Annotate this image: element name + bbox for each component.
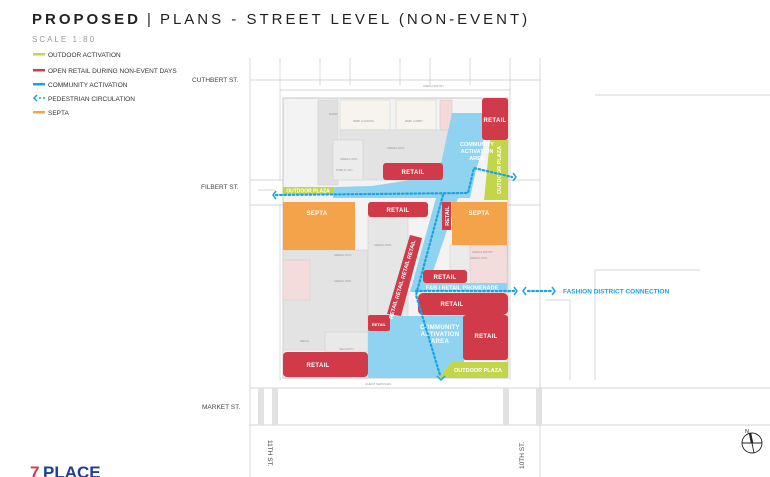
legend-swatch-community [33,83,45,86]
street-label-cuthbert: CUTHBERT ST. [192,77,239,84]
retail-label: RETAIL [407,239,418,260]
community-activation-area-south [368,316,464,378]
svg-text:COMMUNITY: COMMUNITY [420,325,460,331]
retail-block [368,315,390,331]
community-activation-label-north: COMMUNITY ACTIVATION AREA [460,142,494,162]
legend-label: OPEN RETAIL DURING NON-EVENT DAYS [48,68,177,75]
room-label: ARENA ENTRY [472,250,493,254]
street-label-filbert: FILBERT ST. [201,184,239,191]
outdoor-plaza-south [438,362,508,378]
community-activation-area-north [333,113,484,198]
room-label: ARENA OPS [334,253,351,257]
retail-label: RETAIL [474,334,497,340]
legend-label: OUTDOOR ACTIVATION [48,52,121,59]
room-label: ARENA ENTRY [423,84,444,88]
room-label: REBI LOADING [353,119,375,123]
retail-label: RETAIL [401,170,424,176]
svg-text:N: N [745,429,749,435]
retail-block [418,293,508,315]
legend-label: COMMUNITY ACTIVATION [48,82,128,89]
room-label: ARENA OPS [387,146,404,150]
retail-label: RETAIL [483,118,506,124]
svg-text:7: 7 [30,463,39,477]
community-activation-label-south: COMMUNITY ACTIVATION AREA [420,325,460,345]
retail-label: RETAIL [395,279,406,300]
retail-block [482,98,508,140]
arrow-icon [436,375,446,382]
pedestrian-path-filbert [274,166,514,197]
legend-swatch-outdoor [33,53,45,56]
north-arrow-icon: N [741,429,763,454]
arrow-icon [522,286,527,296]
legend-label: SEPTA [48,110,69,117]
pedestrian-circulation [272,166,556,382]
septa-east [452,202,507,245]
retail-label: RETAIL [389,299,400,320]
outdoor-plaza-filbert [283,187,333,194]
promenade-strip [417,283,507,291]
room-label: ARENA OPS [470,256,487,260]
septa-label: SEPTA [468,211,489,217]
retail-label: RETAIL [372,322,387,327]
street-label-11th: 11TH ST. [266,440,273,467]
room-label: ARENA OPS [334,279,351,283]
scale-label: SCALE 1:80 [32,35,96,44]
svg-text:ACTIVATION: ACTIVATION [421,332,460,338]
retail-block [442,202,451,230]
fashion-district-connection-label: FASHION DISTRICT CONNECTION [563,289,669,296]
retail-label: RETAIL [445,206,451,226]
page-title: PROPOSED|PLANS - STREET LEVEL (NON-EVENT… [32,11,530,28]
svg-text:ACTIVATION: ACTIVATION [461,149,494,155]
crosswalk [503,388,509,425]
arrow-icon [272,190,277,200]
svg-text:AREA: AREA [469,156,485,162]
room-label: RAMP [329,112,338,116]
septa-label: SEPTA [306,211,327,217]
outdoor-plaza-label: OUTDOOR PLAZA [286,189,330,195]
retail-label: RETAIL [433,275,456,281]
svg-text:AREA: AREA [431,339,450,345]
retail-label: RETAIL [306,363,329,369]
retail-block [463,315,508,360]
arrow-icon [512,172,517,182]
retail-block [283,352,368,377]
legend-swatch-retail [33,69,45,72]
crosswalk [258,388,264,425]
retail-label: RETAIL [401,259,412,280]
retail-blocks [283,98,508,377]
septa-west [283,202,355,250]
retail-label: RETAIL [440,302,463,308]
retail-block [383,163,443,180]
room-label: SECURITY [339,347,354,351]
room-label: PUBLIC WC [336,168,354,172]
crosswalk [272,388,278,425]
room-label: ARENA OPS [374,243,391,247]
svg-text:PLACE: PLACE [43,463,101,477]
legend-swatch-septa [33,111,45,114]
outdoor-plaza-label: OUTDOOR PLAZA [454,368,502,374]
room-label: MECH [300,339,309,343]
legend: OUTDOOR ACTIVATION OPEN RETAIL DURING NO… [32,52,177,117]
pedestrian-path-diagonal [414,193,445,377]
76-place-logo: 7 PLACE [30,463,101,477]
room-label: GUEST SERVICES [365,382,391,386]
retail-block [423,270,467,283]
retail-label: RETAIL [386,208,409,214]
room-label: REBI LOBBY [405,119,423,123]
legend-label: PEDESTRIAN CIRCULATION [48,96,135,103]
svg-text:COMMUNITY: COMMUNITY [460,142,494,148]
street-label-10th: 10TH ST. [519,442,526,469]
arrow-icon [551,286,556,296]
outdoor-plaza-east [484,140,508,200]
street-label-market: MARKET ST. [202,404,240,411]
outdoor-plaza-label: OUTDOOR PLAZA [497,146,503,194]
crosswalk [536,388,542,425]
room-label: ARENA OPS [340,157,357,161]
arrow-icon [513,286,518,296]
pedestrian-arrow-icon [32,94,45,102]
retail-block-diagonal [387,235,422,316]
promenade-label: F&B / RETAIL PROMENADE [426,286,499,292]
retail-block [368,202,428,217]
